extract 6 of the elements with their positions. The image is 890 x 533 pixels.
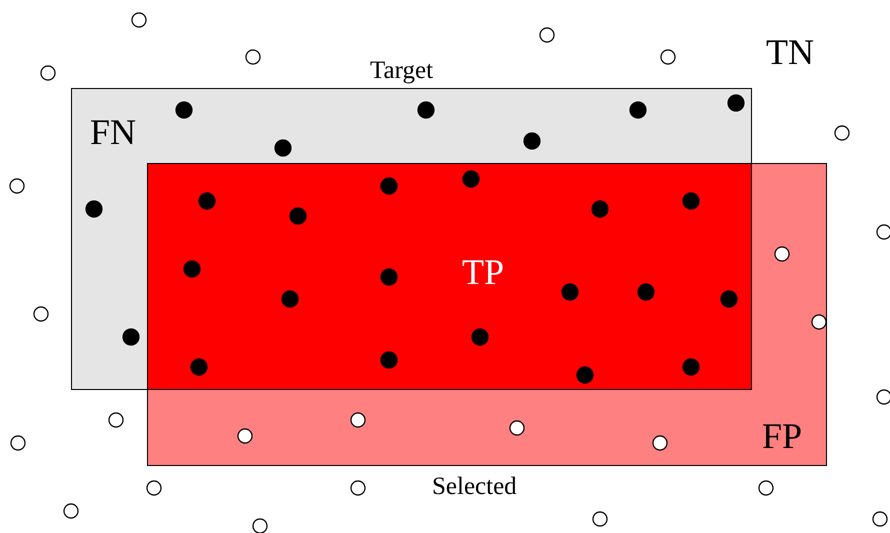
region-label: FP xyxy=(762,418,802,454)
region-label: FN xyxy=(90,114,136,150)
set-label: Target xyxy=(370,58,434,83)
set-label: Selected xyxy=(432,474,517,499)
region-label: TN xyxy=(766,34,814,70)
region-label: TP xyxy=(462,254,504,290)
